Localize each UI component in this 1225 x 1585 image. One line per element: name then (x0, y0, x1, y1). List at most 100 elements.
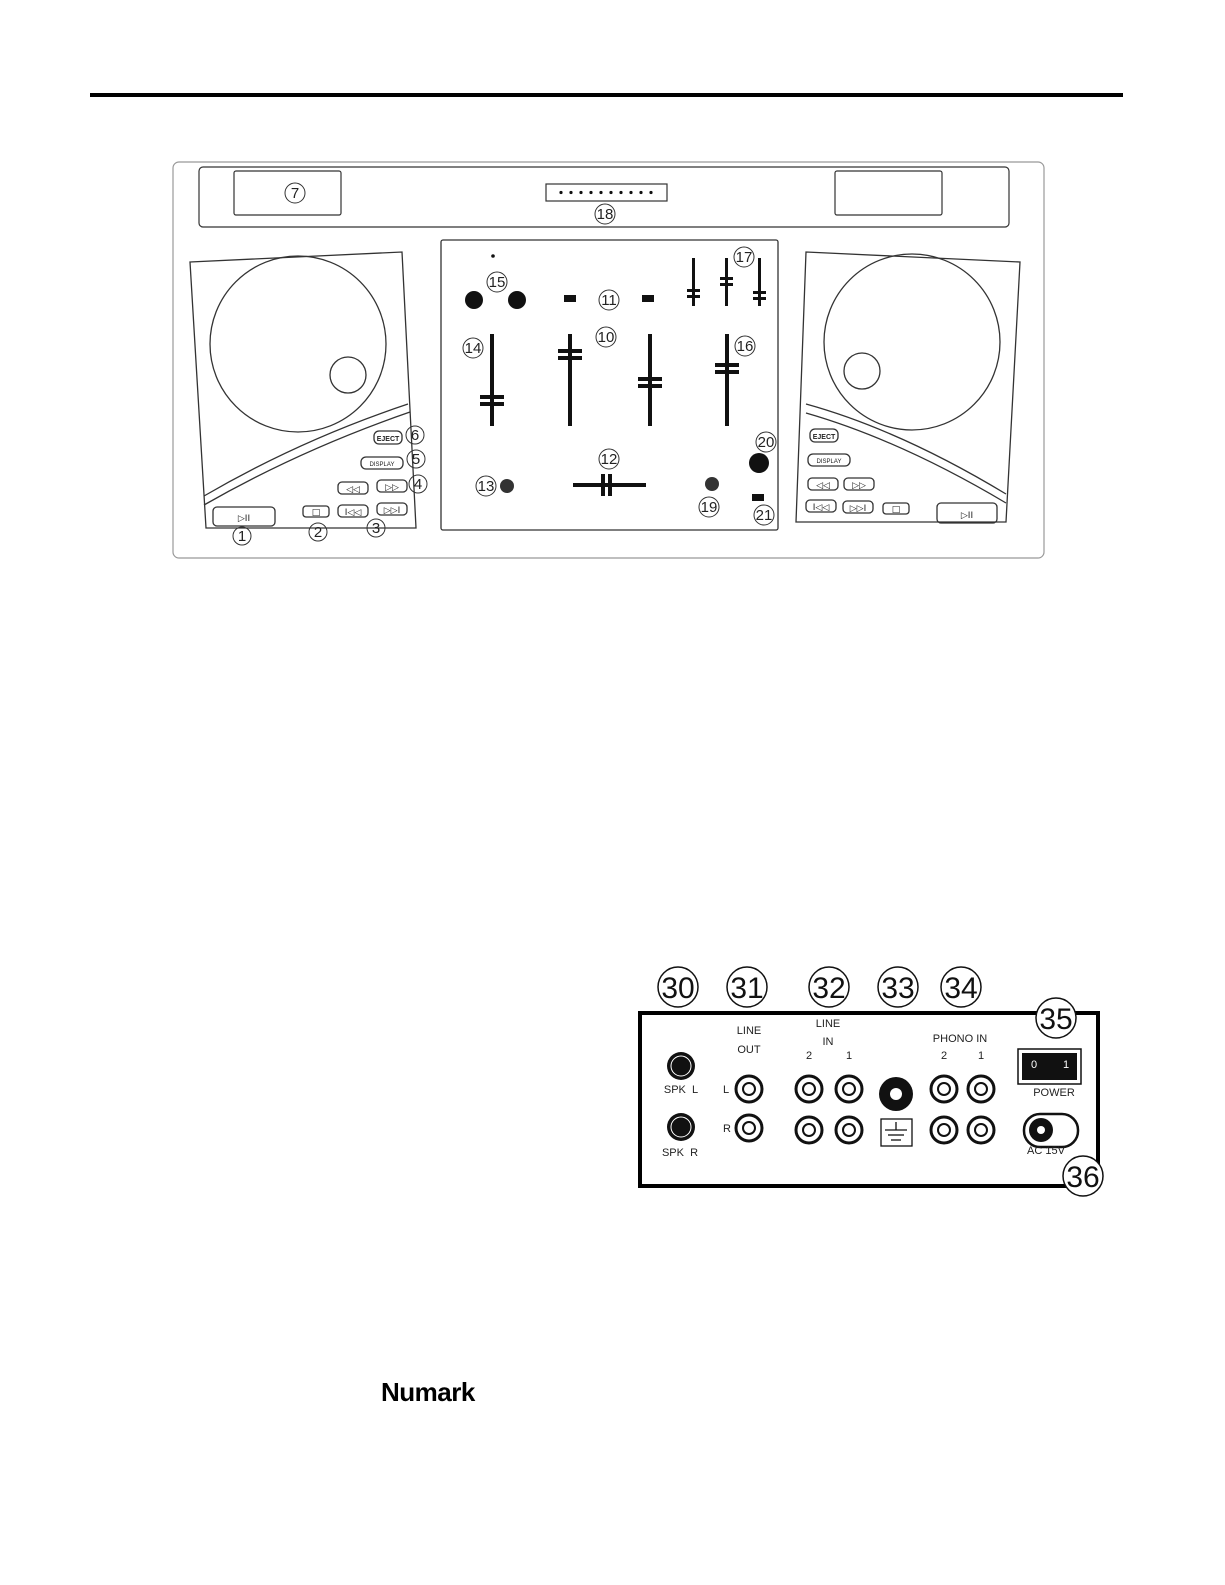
right-jog-touch-spot (844, 353, 880, 389)
cue-mix-switch[interactable] (752, 494, 764, 501)
eq-slider-low[interactable] (753, 291, 766, 294)
callout-33: 33 (881, 972, 914, 1005)
callout-18: 18 (597, 206, 614, 223)
rear-panel (640, 1013, 1098, 1186)
left-eject-label: EJECT (377, 436, 400, 443)
phono-in-2-left-jack[interactable] (931, 1076, 957, 1102)
phono-ch1-label: 1 (978, 1050, 984, 1062)
level-meter (546, 184, 667, 201)
line-in-2-right-jack[interactable] (796, 1117, 822, 1143)
power-off-label: 0 (1031, 1059, 1037, 1071)
mic-fader[interactable] (480, 395, 504, 399)
speaker-right-label: SPK R (662, 1147, 698, 1159)
callout-6: 6 (411, 427, 419, 444)
mic-level-knob[interactable] (508, 291, 526, 309)
svg-text:▷▷: ▷▷ (385, 483, 399, 493)
svg-text:◁◁: ◁◁ (346, 485, 360, 495)
line-out-left-label: L (723, 1084, 729, 1096)
left-jog-wheel[interactable] (210, 256, 386, 432)
display-window-right (835, 171, 942, 215)
svg-text:□: □ (312, 508, 321, 518)
cue-button-right[interactable] (642, 295, 654, 302)
crossfader-knob[interactable] (601, 474, 605, 496)
callout-14: 14 (465, 340, 482, 357)
svg-text:▷II: ▷II (961, 511, 973, 521)
left-deck-body (190, 252, 416, 528)
svg-text:I◁◁: I◁◁ (345, 508, 362, 518)
line-in-1-right-jack[interactable] (836, 1117, 862, 1143)
numark-logo: Numark (381, 1377, 475, 1408)
line-in-2-left-jack[interactable] (796, 1076, 822, 1102)
svg-text:◁◁: ◁◁ (816, 481, 830, 491)
callout-7: 7 (291, 185, 299, 202)
phono-in-1-right-jack[interactable] (968, 1117, 994, 1143)
line-in-ch1-label: 1 (846, 1050, 852, 1062)
right-deck-glyphs: ◁◁ ▷▷ I◁◁ ▷▷I □ ▷II (813, 481, 973, 521)
callout-21: 21 (756, 507, 773, 524)
channel-fader-right[interactable] (638, 377, 662, 381)
line-in-label-2: IN (823, 1036, 834, 1048)
callout-2: 2 (314, 524, 322, 541)
svg-text:▷▷I: ▷▷I (384, 506, 401, 516)
power-on-label: 1 (1063, 1059, 1069, 1071)
svg-text:□: □ (892, 505, 901, 515)
line-out-left-jack[interactable] (736, 1076, 762, 1102)
callout-35: 35 (1039, 1003, 1072, 1036)
callout-32: 32 (812, 972, 845, 1005)
callout-3: 3 (372, 520, 380, 537)
headphone-jack[interactable] (705, 477, 719, 491)
phono-in-1-left-jack[interactable] (968, 1076, 994, 1102)
callout-30: 30 (661, 972, 694, 1005)
line-in-ch2-label: 2 (806, 1050, 812, 1062)
eq-slider-high[interactable] (687, 289, 700, 292)
callout-15: 15 (489, 274, 506, 291)
mic-led (491, 254, 495, 258)
right-display-label: DISPLAY (817, 459, 842, 465)
callout-34: 34 (944, 972, 977, 1005)
callout-4: 4 (414, 476, 422, 493)
ac-input-label: AC 15V (1027, 1145, 1066, 1157)
callout-10: 10 (598, 329, 615, 346)
power-label: POWER (1033, 1087, 1075, 1099)
phono-in-label: PHONO IN (933, 1033, 987, 1045)
right-eject-label: EJECT (813, 434, 836, 441)
svg-text:▷▷: ▷▷ (852, 481, 866, 491)
line-in-1-left-jack[interactable] (836, 1076, 862, 1102)
callout-5: 5 (412, 451, 420, 468)
line-in-label-1: LINE (816, 1018, 840, 1030)
callout-16: 16 (737, 338, 754, 355)
eq-slider-mid[interactable] (720, 277, 733, 280)
svg-text:▷II: ▷II (238, 514, 250, 524)
display-window-left (234, 171, 341, 215)
callout-20: 20 (758, 434, 775, 451)
svg-text:▷▷I: ▷▷I (850, 504, 867, 514)
line-out-label-1: LINE (737, 1025, 761, 1037)
level-meter-leds (559, 191, 652, 194)
callout-1: 1 (238, 528, 246, 545)
line-out-right-label: R (723, 1123, 731, 1135)
mic-input-jack[interactable] (500, 479, 514, 493)
phono-ch2-label: 2 (941, 1050, 947, 1062)
channel-fader-left[interactable] (558, 349, 582, 353)
callout-19: 19 (701, 499, 718, 516)
line-out-right-jack[interactable] (736, 1115, 762, 1141)
callout-31: 31 (730, 972, 763, 1005)
phono-in-2-right-jack[interactable] (931, 1117, 957, 1143)
left-deck (190, 252, 416, 528)
left-display-label: DISPLAY (370, 462, 395, 468)
left-deck-glyphs: ▷II □ I◁◁ ▷▷I ◁◁ ▷▷ (238, 483, 400, 524)
speaker-left-label: SPK L (664, 1084, 698, 1096)
callout-36: 36 (1066, 1161, 1099, 1194)
eq-sliders (687, 258, 766, 306)
master-fader[interactable] (715, 363, 739, 367)
rear-callout-numbers: 30 31 32 33 34 35 36 (661, 972, 1099, 1194)
callout-11: 11 (601, 292, 617, 309)
cue-button-left[interactable] (564, 295, 576, 302)
rear-labels: LINE OUT LINE IN 2 1 PHONO IN 2 1 L R SP… (662, 1018, 1075, 1159)
headphone-level-knob[interactable] (749, 453, 769, 473)
svg-text:I◁◁: I◁◁ (813, 503, 830, 513)
mic-gain-knob[interactable] (465, 291, 483, 309)
right-jog-wheel[interactable] (824, 254, 1000, 430)
line-out-label-2: OUT (737, 1044, 761, 1056)
